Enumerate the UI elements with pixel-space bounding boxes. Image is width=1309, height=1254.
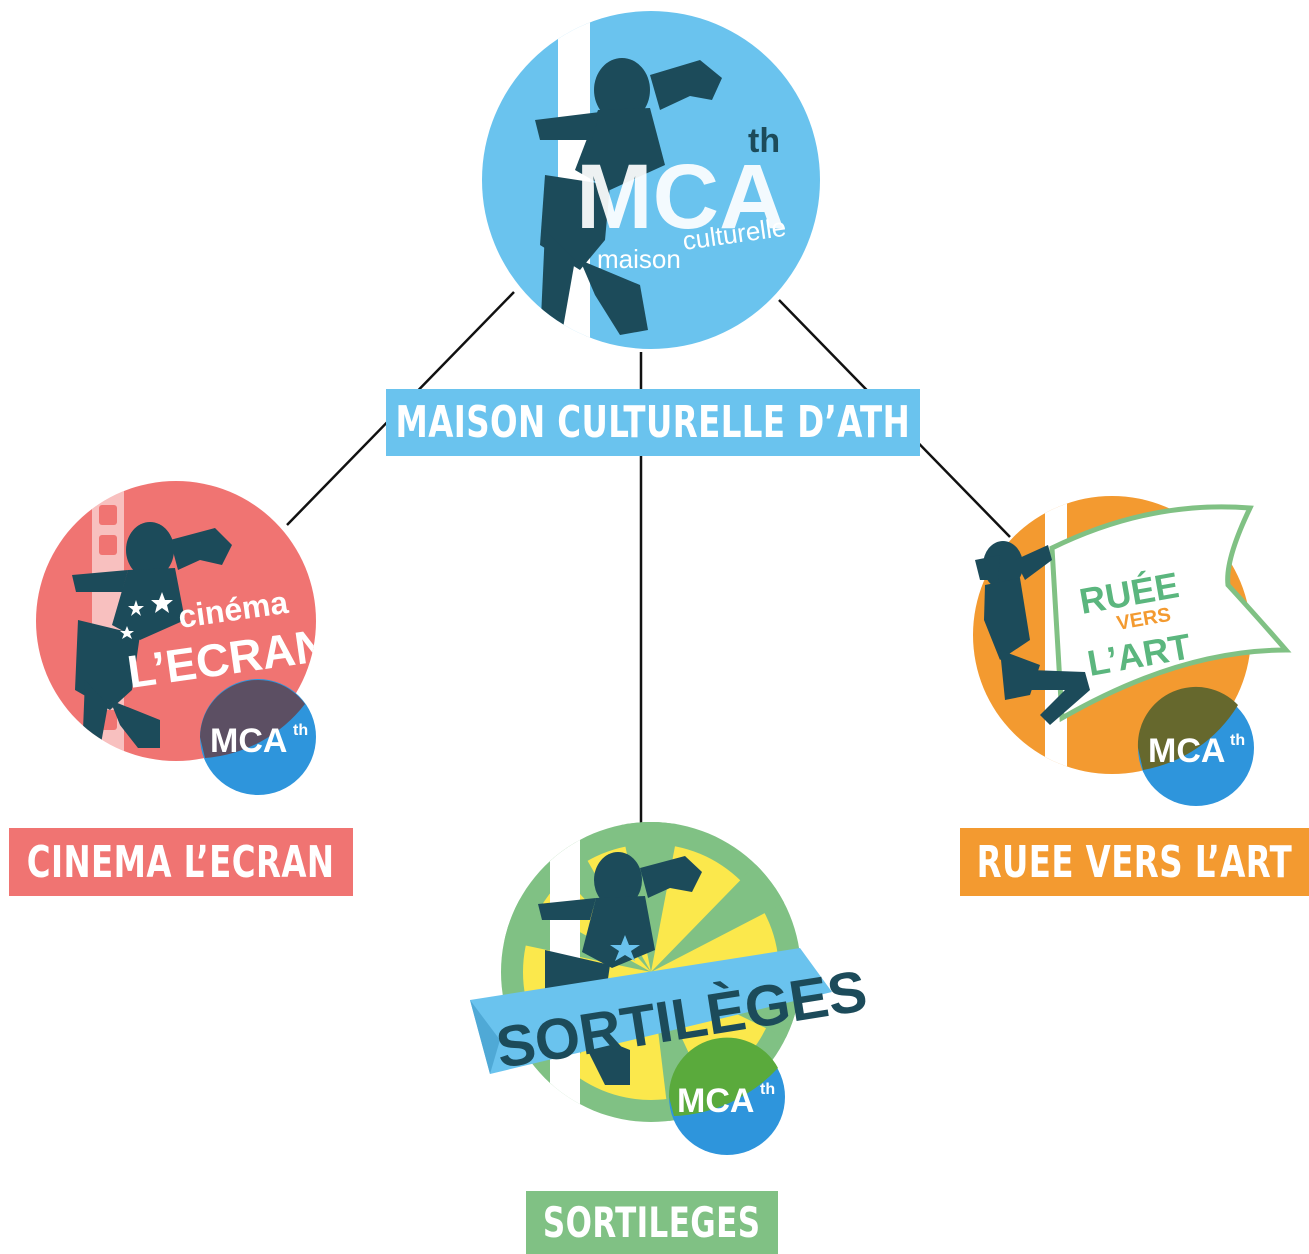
connector-lines [286,291,1011,826]
logo-main-sub-1: maison [597,244,681,274]
logo-ruee-vers-lart: RUÉE VERS L’ART MCA th [973,496,1292,806]
badge-sort-sup: th [760,1081,775,1098]
badge-ruee-sup: th [1230,732,1245,749]
logo-main-mca: MCA [576,146,786,248]
mca-badge-ruee: MCA th [1137,686,1254,806]
logo-sortileges: SORTILÈGES MCA th [470,822,871,1155]
label-sortileges-text: SORTILEGES [543,1198,761,1247]
banner-icon [470,948,832,1074]
label-sortileges: SORTILEGES [526,1191,778,1254]
star-icon [610,935,640,961]
label-maison-culturelle: MAISON CULTURELLE D’ATH [386,389,920,456]
silhouette-icon [975,541,1090,725]
label-cinema-text: CINEMA L’ECRAN [27,836,335,888]
badge-ruee-mca: MCA [1148,732,1225,770]
mca-badge-cinema: MCA th [200,679,316,795]
badge-cinema-mca: MCA [210,722,287,760]
label-cinema-lecran: CINEMA L’ECRAN [9,828,353,896]
mca-badge-sortileges: MCA th [668,1037,785,1155]
badge-cinema-sup: th [293,722,308,739]
star-icon [120,592,173,639]
label-ruee-vers-lart: RUEE VERS L’ART [960,828,1309,896]
badge-sort-mca: MCA [677,1082,754,1120]
logo-cinema-lecran: cinéma L’ECRAN MCA th [36,481,316,795]
flag-icon [1049,504,1292,723]
label-maison-culturelle-text: MAISON CULTURELLE D’ATH [395,397,911,448]
label-ruee-text: RUEE VERS L’ART [976,836,1293,888]
logo-maison-culturelle: MCA th maison culturelle [482,11,820,349]
logo-main-sup: th [748,122,780,160]
